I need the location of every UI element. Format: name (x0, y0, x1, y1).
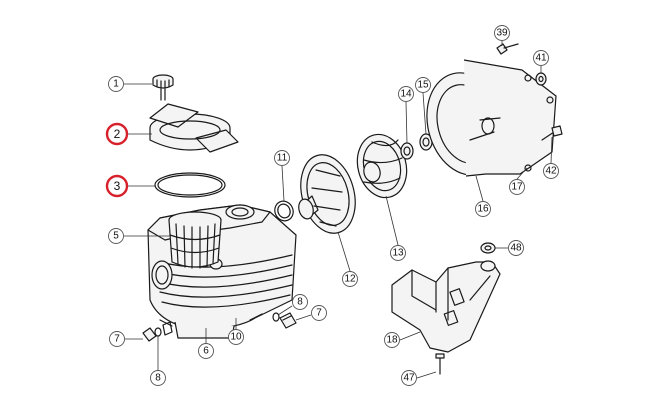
part-mechanical-seal (400, 142, 414, 160)
leader-lines (124, 41, 553, 379)
callout-10: 10 (228, 329, 244, 345)
callout-39: 39 (494, 25, 510, 41)
svg-text:18: 18 (386, 335, 398, 346)
part-impeller (356, 133, 408, 199)
callout-15: 15 (415, 77, 431, 93)
callout-42: 42 (543, 163, 559, 179)
svg-text:7: 7 (316, 308, 322, 319)
part-lid-o-ring (154, 172, 226, 198)
callout-18: 18 (384, 332, 400, 348)
part-strainer-lid (149, 103, 239, 153)
svg-text:5: 5 (113, 231, 119, 242)
callout-47: 47 (401, 370, 417, 386)
part-flange (524, 74, 554, 172)
svg-text:14: 14 (400, 89, 412, 100)
callout-5: 5 (108, 228, 124, 244)
callout-7-left: 7 (109, 331, 125, 347)
svg-text:42: 42 (545, 166, 557, 177)
svg-text:8: 8 (297, 297, 303, 308)
part-drain-plug-left (142, 321, 173, 342)
svg-text:17: 17 (511, 182, 523, 193)
svg-text:41: 41 (535, 53, 547, 64)
svg-text:10: 10 (230, 332, 242, 343)
part-bolt-right (541, 125, 563, 141)
callout-17: 17 (509, 179, 525, 195)
part-seal-plate (426, 59, 557, 177)
callout-1: 1 (108, 76, 124, 92)
svg-text:47: 47 (403, 373, 415, 384)
callout-13: 13 (390, 245, 406, 261)
svg-text:8: 8 (155, 373, 161, 384)
svg-text:15: 15 (417, 80, 429, 91)
svg-text:1: 1 (113, 79, 119, 90)
svg-text:2: 2 (114, 127, 121, 141)
callout-16: 16 (475, 201, 491, 217)
callout-48: 48 (508, 240, 524, 256)
svg-text:3: 3 (114, 179, 121, 193)
part-diffuser (298, 154, 356, 234)
callout-6: 6 (198, 343, 214, 359)
callout-12: 12 (342, 271, 358, 287)
callout-41: 41 (533, 50, 549, 66)
svg-text:11: 11 (277, 153, 288, 164)
svg-text:13: 13 (392, 248, 404, 259)
part-bolt-top (496, 43, 519, 55)
callout-2: 2 (105, 122, 129, 146)
callout-7-right: 7 (311, 305, 327, 321)
callout-8-right: 8 (292, 294, 308, 310)
part-screw (435, 353, 445, 375)
svg-text:6: 6 (203, 346, 209, 357)
part-diffuser-o-ring (274, 200, 294, 222)
svg-text:12: 12 (344, 274, 356, 285)
part-washer (535, 72, 547, 86)
part-nut (480, 242, 496, 254)
svg-text:7: 7 (114, 334, 120, 345)
callout-8-bottom: 8 (150, 370, 166, 386)
svg-text:48: 48 (510, 243, 522, 254)
part-strainer-basket (168, 211, 222, 269)
svg-text:16: 16 (477, 204, 489, 215)
callout-14: 14 (398, 86, 414, 102)
svg-text:39: 39 (496, 28, 508, 39)
callout-3: 3 (105, 174, 129, 198)
part-motor-bracket (391, 260, 501, 353)
part-drain-plug-right (272, 312, 297, 329)
part-lid-knob (152, 74, 174, 101)
callout-11: 11 (274, 150, 290, 166)
